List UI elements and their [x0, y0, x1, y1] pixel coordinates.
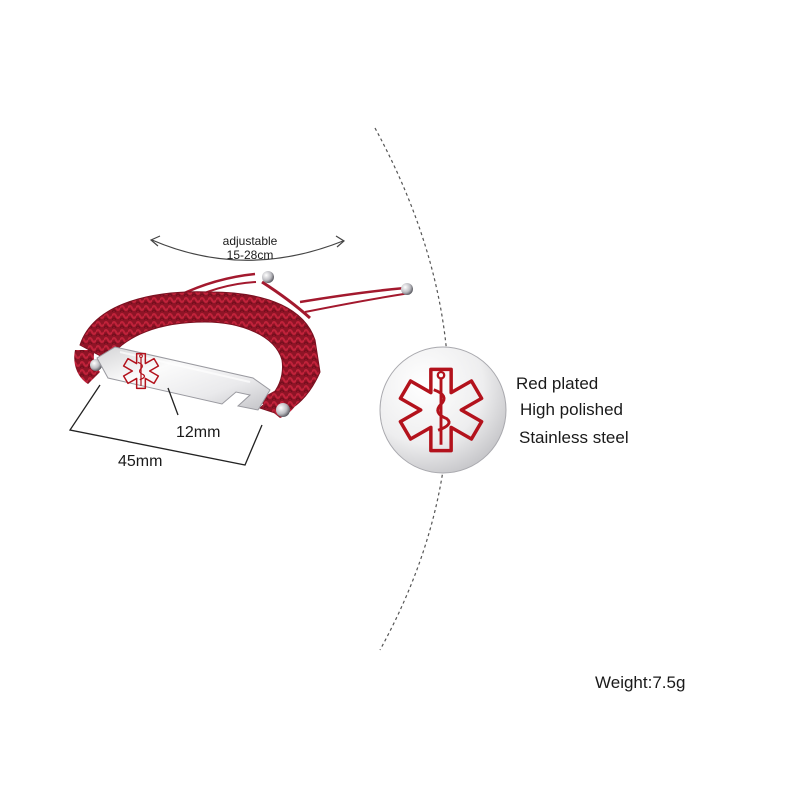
plate-length-label: 45mm [118, 453, 163, 470]
adjustable-range: 15-28cm [226, 248, 274, 262]
adjustable-arrow [151, 239, 344, 261]
dimension-lines [68, 384, 263, 466]
plate-height-label: 12mm [176, 424, 221, 441]
feature-stainless-steel: Stainless steel [519, 428, 629, 447]
adjustable-label: adjustable [222, 234, 278, 248]
bracelet [74, 271, 413, 418]
feature-high-polished: High polished [520, 400, 624, 419]
weight-label: Weight:7.5g [595, 673, 686, 692]
detail-disc [379, 346, 507, 474]
feature-red-plated: Red plated [516, 374, 599, 393]
